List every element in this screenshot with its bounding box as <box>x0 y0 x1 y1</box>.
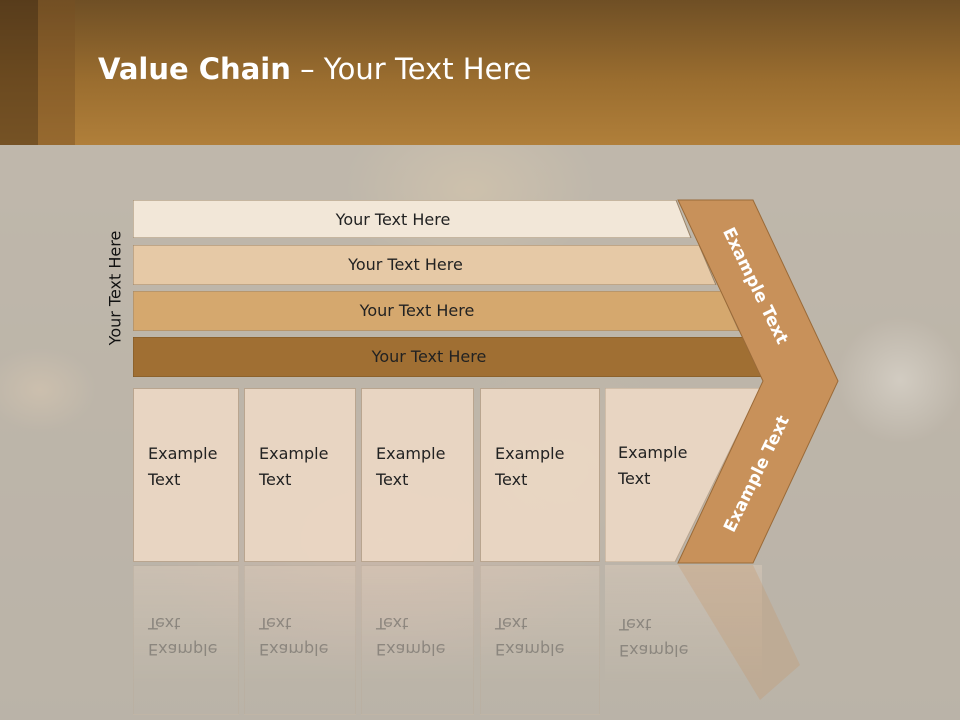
column-4-line2: Text <box>495 470 528 489</box>
bar-3: Your Text Here <box>133 291 741 331</box>
bar-2-label: Your Text Here <box>348 254 463 274</box>
column-2: Example Text <box>244 388 356 562</box>
bar-1-label: Your Text Here <box>335 209 451 229</box>
column-1-line1: Example <box>148 444 218 463</box>
column-3-line2: Text <box>376 470 409 489</box>
column-2-line1: Example <box>259 444 329 463</box>
header-accent-left <box>0 0 38 145</box>
chevron-reflection <box>678 565 800 700</box>
title-bold: Value Chain <box>98 52 291 86</box>
header-band: Value Chain – Your Text Here <box>0 0 960 145</box>
column-4: Example Text <box>480 388 600 562</box>
bar-2: Your Text Here <box>133 245 718 285</box>
column-4-line1: Example <box>495 444 565 463</box>
column-5-line2: Text <box>618 469 651 488</box>
column-2-line2: Text <box>259 470 292 489</box>
column-5-line1: Example <box>618 443 688 462</box>
bar-4: Your Text Here <box>133 337 765 377</box>
column-1-line2: Text <box>148 470 181 489</box>
column-1: Example Text <box>133 388 239 562</box>
page-title: Value Chain – Your Text Here <box>98 52 532 86</box>
bar-3-label: Your Text Here <box>359 300 475 320</box>
bar-4-label: Your Text Here <box>371 346 487 366</box>
header-accent-mid <box>38 0 75 145</box>
title-rest: – Your Text Here <box>290 52 532 86</box>
bar-1: Your Text Here <box>133 200 693 238</box>
column-5: Example Text <box>605 388 762 562</box>
column-3: Example Text <box>361 388 474 562</box>
column-3-line1: Example <box>376 444 446 463</box>
